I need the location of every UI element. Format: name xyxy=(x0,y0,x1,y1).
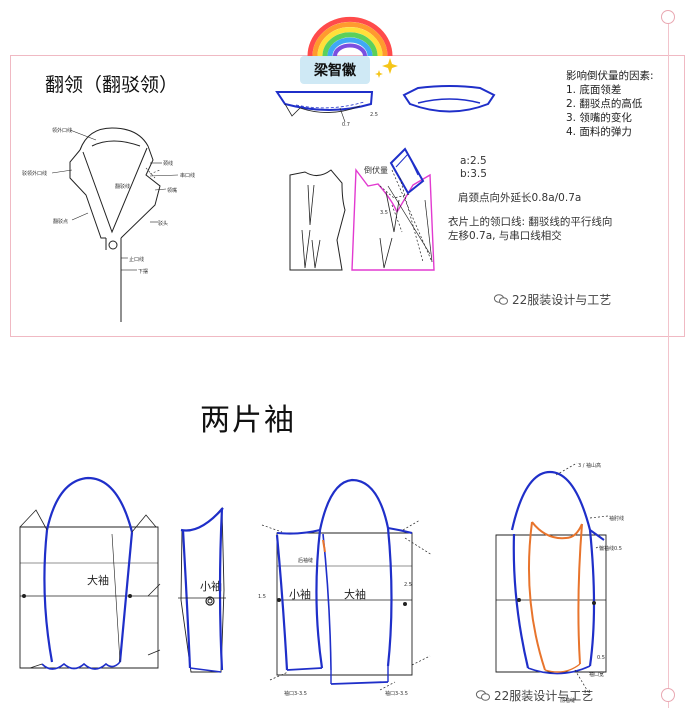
label-n25: 2.5 xyxy=(370,112,378,118)
label-front-edge: 止口线 xyxy=(129,257,145,263)
label-hem: 下摆 xyxy=(138,269,149,275)
collar-section-title: 翻领（翻驳领） xyxy=(45,74,179,96)
label-break: 翻驳点 xyxy=(53,219,69,225)
fall-factor-item: 1. 底面领差 xyxy=(566,84,622,96)
watermark-top: 22服装设计与工艺 xyxy=(493,291,612,308)
big-sleeve-draft xyxy=(19,476,161,670)
watermark-bottom: 22服装设计与工艺 xyxy=(475,687,594,704)
label-notch: 领嘴 xyxy=(167,188,178,194)
author-name-badge: 梁智徽 xyxy=(300,56,370,84)
label-offset-sleeve: 偏袖线0.5 xyxy=(599,546,622,552)
label-cuff-b: 袖口3-3.5 xyxy=(385,691,408,697)
fall-factor-item: 4. 面料的弹力 xyxy=(566,126,632,138)
watermark-text: 22服装设计与工艺 xyxy=(512,293,612,307)
fall-factor-item: 3. 领嘴的变化 xyxy=(566,112,632,124)
bodice-back xyxy=(289,169,346,271)
binder-ring-top xyxy=(661,10,675,24)
label-n35: 3.5 xyxy=(380,210,388,216)
sleeve-seam-draft xyxy=(495,462,609,696)
big-sleeve-label-2: 大袖 xyxy=(344,588,366,601)
label-front-seam: 前袖缝 xyxy=(560,698,576,704)
label-back-seam: 后袖缝 xyxy=(298,558,314,564)
small-sleeve-label-1: 小袖 xyxy=(200,580,222,593)
label-cap-height: 3 / 袖山高 xyxy=(578,463,602,469)
big-sleeve-label-1: 大袖 xyxy=(87,574,109,587)
neckline-note-line2: 左移0.7a, 与串口线相交 xyxy=(448,230,562,242)
label-small-offset: 1.5 xyxy=(258,594,266,600)
small-sleeve-label-2: 小袖 xyxy=(289,588,311,601)
label-cuff-a: 袖口3-3.5 xyxy=(284,691,307,697)
label-elbow-line: 袖肘线 xyxy=(609,516,625,522)
a-value-note: a:2.5 xyxy=(460,155,487,167)
sleeve-section-title: 两片袖 xyxy=(200,403,296,438)
bodice-front xyxy=(351,147,435,271)
collar-panel-frame xyxy=(10,55,685,337)
watermark-text: 22服装设计与工艺 xyxy=(494,689,594,703)
collar-piece-one xyxy=(275,91,374,123)
b-value-note: b:3.5 xyxy=(460,168,487,180)
two-piece-sleeve-draft xyxy=(261,478,433,691)
wechat-icon xyxy=(475,690,490,701)
right-margin-line xyxy=(668,18,669,708)
label-n07: 0.7 xyxy=(342,122,350,128)
label-roll: 翻驳线 xyxy=(115,184,131,190)
rainbow-icon xyxy=(307,16,393,57)
fall-factor-heading: 影响倒伏量的因素: xyxy=(566,70,654,82)
shoulder-extension-note: 肩颈点向外延长0.8a/0.7a xyxy=(458,192,582,204)
label-25: 2.5 xyxy=(404,582,412,588)
label-c7: 0.5 xyxy=(597,655,605,661)
fall-factor-list: 影响倒伏量的因素: 1. 底面领差 2. 翻驳点的高低 3. 领嘴的变化 4. … xyxy=(566,69,654,139)
label-cuff-width: 袖口宽 xyxy=(589,672,605,678)
label-lapel-outer: 驳领外口线 xyxy=(22,171,48,177)
sparkle-icon xyxy=(375,58,398,78)
label-gorge: 串口线 xyxy=(180,173,196,179)
collar-draft xyxy=(51,127,179,322)
neckline-note-line1: 衣片上的领口线: 翻驳线的平行线向 xyxy=(448,216,613,228)
fall-amount-label: 倒伏量 xyxy=(364,166,388,175)
label-lapel-end: 驳头 xyxy=(158,221,169,227)
small-sleeve-piece xyxy=(178,506,226,673)
label-collar-outer: 领外口线 xyxy=(52,128,73,134)
binder-ring-bottom xyxy=(661,688,675,702)
wechat-icon xyxy=(493,294,508,305)
collar-piece-two xyxy=(402,85,496,113)
label-neck: 颈线 xyxy=(163,161,174,167)
fall-factor-item: 2. 翻驳点的高低 xyxy=(566,98,643,110)
